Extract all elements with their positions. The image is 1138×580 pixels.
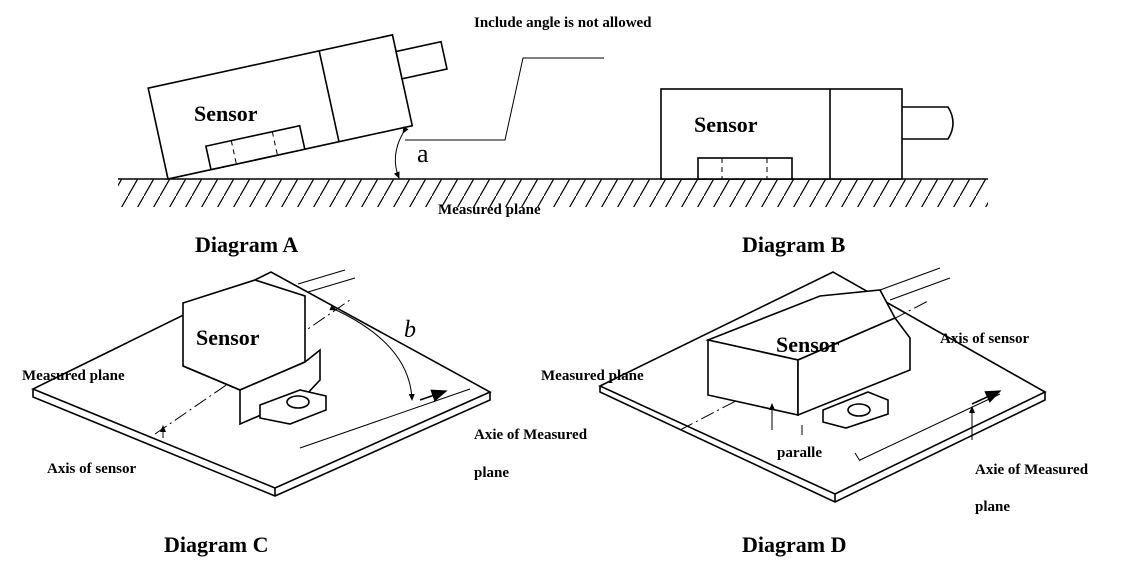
sensor-divider	[318, 50, 340, 142]
cable-line	[879, 267, 941, 291]
plane-label: Measured plane	[541, 368, 644, 384]
diagram-b: Sensor Diagram B	[660, 88, 954, 257]
angle-b-symbol: b	[404, 317, 416, 343]
plane-axis-label: Axie of Measured	[474, 427, 588, 443]
sensor-side-face	[797, 317, 911, 417]
sensor-axis-label: Axis of sensor	[940, 331, 1030, 347]
diagram-d: Sensor Axis of sensor Measured plane par…	[541, 267, 1089, 557]
sensor-axis-label: Axis of sensor	[47, 461, 137, 477]
plane-axis-label-cont: plane	[474, 465, 509, 481]
sensor-label: Sensor	[194, 101, 258, 126]
diagram-title: Diagram C	[164, 532, 268, 557]
diagram-a: a Include angle is not allowed Sensor Me…	[118, 15, 988, 257]
diagram-title: Diagram D	[742, 532, 846, 557]
plane-label: Measured plane	[438, 202, 541, 218]
sensor-base	[697, 157, 793, 180]
cable-line	[889, 277, 951, 301]
sensor-cable	[902, 106, 954, 140]
parallel-guide	[854, 452, 861, 462]
angle-a-arc	[393, 126, 409, 179]
sensor-label: Sensor	[776, 332, 840, 357]
diagram-title: Diagram A	[195, 232, 298, 257]
tilted-sensor	[147, 33, 448, 180]
base-hidden-line	[230, 140, 237, 165]
ground-hatch	[118, 179, 988, 207]
parallel-label: paralle	[777, 445, 822, 461]
base-hidden-line	[271, 131, 278, 156]
cable-line	[297, 269, 346, 285]
plane-axis-arrow	[419, 389, 448, 402]
cable-line	[307, 277, 356, 293]
sensor-axis-line	[154, 299, 351, 435]
plane-axis-label-cont: plane	[975, 499, 1010, 515]
sensor-base	[204, 124, 306, 171]
sensor-label: Sensor	[196, 325, 260, 350]
mounting-hole	[286, 395, 310, 409]
note-leader-line	[405, 57, 604, 141]
sensor-ear	[822, 391, 889, 429]
note-text: Include angle is not allowed	[474, 15, 652, 31]
sensor-edge	[182, 365, 241, 391]
sensor-label: Sensor	[694, 112, 758, 137]
plane-axis-arrow	[971, 390, 1002, 405]
mounting-hole	[847, 403, 871, 417]
angle-a-symbol: a	[417, 139, 429, 168]
diagram-c: b Sensor Measured plane Axis of sensor A…	[22, 269, 588, 557]
sensor-cable	[395, 40, 448, 80]
plane-label: Measured plane	[22, 368, 125, 384]
diagram-title: Diagram B	[742, 232, 846, 257]
sensor-body	[147, 33, 414, 180]
plane-axis-label: Axie of Measured	[975, 462, 1089, 478]
angle-b-arc	[329, 304, 415, 401]
plane-axis-line	[859, 393, 1001, 461]
